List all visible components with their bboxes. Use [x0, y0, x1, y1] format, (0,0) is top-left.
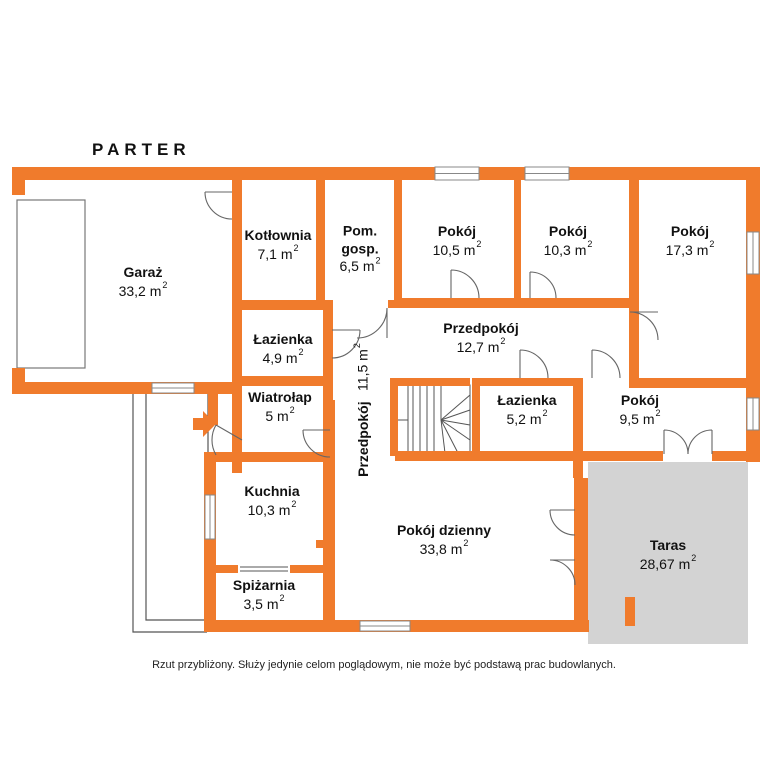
room-area: 3,5 [243, 595, 263, 612]
room-name: Przedpokój [355, 401, 371, 477]
room-pokoj-2: Pokój 10,3 m2 [543, 223, 593, 258]
room-name-line1: Pom. [342, 222, 378, 239]
floor-title: PARTER [92, 140, 191, 159]
room-name: Pokój [548, 223, 588, 240]
sliding-door [240, 566, 288, 572]
room-area: 4,9 [262, 349, 282, 366]
room-kotlownia: Kotłownia 7,1 m2 [244, 227, 312, 262]
room-lazienka-2: Łazienka 5,2 m2 [497, 392, 557, 427]
room-name: Garaż [123, 264, 163, 281]
room-area: 11,5 [355, 364, 371, 391]
room-area: 28,67 [639, 555, 675, 572]
room-przedpokoj-1: Przedpokój 12,7 m2 [443, 320, 519, 355]
room-name: Łazienka [253, 331, 313, 348]
room-name: Przedpokój [443, 320, 519, 337]
doors [204, 191, 713, 586]
room-area: 10,3 [247, 501, 275, 518]
entrance-arrow-icon [193, 411, 216, 437]
disclaimer-note: Rzut przybliżony. Służy jedynie celom po… [152, 659, 616, 671]
room-name: Pokój [437, 223, 477, 240]
room-name: Łazienka [497, 392, 557, 409]
window-lines [152, 173, 754, 627]
room-area: 6,5 [339, 258, 359, 275]
room-name-line2: gosp. [341, 239, 379, 256]
room-wiatrolap: Wiatrołap 5 m2 [248, 389, 312, 424]
room-name: Kotłownia [244, 227, 312, 244]
room-pokoj-3: Pokój 17,3 m2 [665, 223, 715, 258]
room-pokoj-dzienny: Pokój dzienny 33,8 m2 [396, 522, 492, 557]
room-area: 5 [265, 407, 274, 424]
room-name: Spiżarnia [232, 577, 296, 594]
terrace-area [588, 462, 748, 644]
garage-door [16, 199, 86, 369]
room-area: 5,2 [506, 410, 526, 427]
room-name: Wiatrołap [248, 389, 312, 406]
room-area: 7,1 [257, 245, 277, 262]
room-name: Taras [649, 537, 687, 554]
room-area: 12,7 [456, 338, 484, 355]
room-taras: Taras 28,67 m2 [639, 537, 697, 572]
room-przedpokoj-2: Przedpokój 11,5 m2 [352, 343, 371, 477]
staircase [395, 384, 471, 454]
terrace-post [625, 597, 635, 626]
room-spizarnia: Spiżarnia 3,5 m2 [232, 577, 296, 612]
room-kuchnia: Kuchnia 10,3 m2 [244, 483, 300, 518]
room-area: 10,5 [432, 241, 460, 258]
walls [12, 167, 760, 632]
room-area: 33,8 [419, 540, 447, 557]
room-name: Kuchnia [244, 483, 300, 500]
room-area: 9,5 [619, 410, 639, 427]
room-name: Pokój [670, 223, 710, 240]
room-lazienka-1: Łazienka 4,9 m2 [253, 331, 313, 366]
room-name: Pokój [620, 392, 660, 409]
room-name: Pokój dzienny [396, 522, 492, 539]
room-area: 10,3 [543, 241, 571, 258]
room-pomgosp: Pom. gosp. 6,5 m2 [339, 222, 381, 275]
room-area: 17,3 [665, 241, 693, 258]
room-pokoj-4: Pokój 9,5 m2 [619, 392, 661, 427]
room-garaz: Garaż 33,2 m2 [118, 264, 168, 299]
room-area: 33,2 [118, 282, 146, 299]
room-pokoj-1: Pokój 10,5 m2 [432, 223, 482, 258]
